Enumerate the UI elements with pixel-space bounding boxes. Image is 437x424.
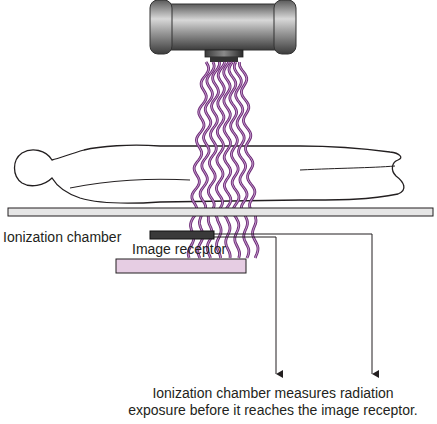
table bbox=[8, 208, 433, 216]
beam-line bbox=[224, 62, 231, 258]
leader-line bbox=[214, 234, 372, 374]
beam-line bbox=[239, 62, 258, 258]
beam-line bbox=[224, 62, 231, 258]
image-receptor bbox=[116, 259, 246, 273]
xray-beams bbox=[188, 62, 258, 258]
ionization-chamber bbox=[150, 231, 214, 239]
xray-tube bbox=[150, 0, 296, 62]
beam-line bbox=[239, 62, 258, 258]
part-label: Ionization chamber bbox=[3, 229, 121, 246]
leader-line bbox=[214, 237, 276, 374]
note-text: Ionization chamber measures radiation ex… bbox=[128, 385, 418, 419]
part-label: Image receptor bbox=[132, 241, 226, 258]
